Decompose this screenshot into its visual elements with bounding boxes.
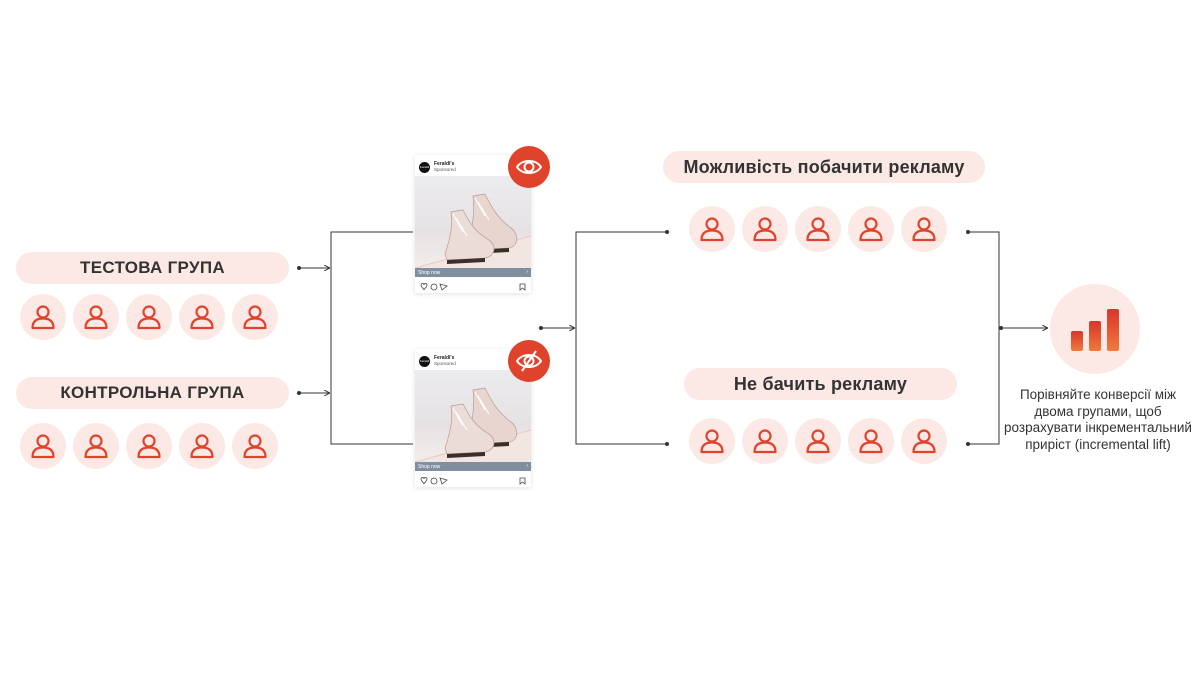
shop-now-bar[interactable]: Shop now › — [415, 462, 531, 471]
person-icon — [806, 429, 830, 454]
person-icon — [84, 305, 108, 330]
bar-chart-icon — [1071, 309, 1119, 351]
person-icon — [190, 434, 214, 459]
result-bracket — [966, 230, 1047, 446]
ad-brand: Feraldi's — [434, 355, 455, 361]
group-arrows — [297, 266, 329, 395]
unexposed-group-label: Не бачить рекламу — [684, 368, 957, 400]
person-icon — [806, 217, 830, 242]
person-icon — [859, 217, 883, 242]
exposed-group-label: Можливість побачити рекламу — [663, 151, 985, 183]
chevron-right-icon: › — [526, 463, 528, 469]
avatar — [126, 423, 172, 469]
person-icon — [243, 305, 267, 330]
avatar — [901, 206, 947, 252]
avatar — [795, 418, 841, 464]
person-icon — [912, 429, 936, 454]
avatar — [848, 206, 894, 252]
test-group-label: ТЕСТОВА ГРУПА — [16, 252, 289, 284]
avatar — [901, 418, 947, 464]
avatar — [20, 294, 66, 340]
bookmark-icon — [519, 283, 526, 291]
brand-logo-text: Feraldi — [419, 165, 430, 169]
share-icon — [439, 283, 448, 291]
person-icon — [753, 429, 777, 454]
person-icon — [31, 434, 55, 459]
ad-brand: Feraldi's — [434, 161, 455, 167]
test-group-avatars — [20, 294, 278, 340]
shop-now-bar[interactable]: Shop now › — [415, 268, 531, 277]
avatar — [232, 294, 278, 340]
avatar — [742, 206, 788, 252]
comment-icon — [430, 477, 438, 485]
exposed-group-avatars — [689, 206, 947, 252]
chevron-right-icon: › — [526, 269, 528, 275]
eye-off-icon — [508, 340, 550, 382]
ad-sponsored: Sponsored — [434, 167, 456, 172]
brand-logo: Feraldi — [419, 355, 430, 367]
avatar — [689, 418, 735, 464]
avatar — [848, 418, 894, 464]
person-icon — [243, 434, 267, 459]
avatar — [73, 423, 119, 469]
person-icon — [859, 429, 883, 454]
share-icon — [439, 477, 448, 485]
person-icon — [700, 217, 724, 242]
avatar — [179, 294, 225, 340]
bookmark-icon — [519, 477, 526, 485]
result-circle — [1050, 284, 1140, 374]
avatar — [179, 423, 225, 469]
heart-icon — [420, 283, 428, 291]
control-group-avatars — [20, 423, 278, 469]
ad-header: Feraldi Feraldi's Sponsored — [419, 354, 527, 368]
brand-logo: Feraldi — [419, 161, 430, 173]
result-caption: Порівняйте конверсії між двома групами, … — [1004, 387, 1192, 452]
ad-sponsored: Sponsored — [434, 361, 456, 366]
avatar — [126, 294, 172, 340]
heart-icon — [420, 477, 428, 485]
comment-icon — [430, 283, 438, 291]
person-icon — [190, 305, 214, 330]
avatar — [232, 423, 278, 469]
avatar — [73, 294, 119, 340]
avatar — [742, 418, 788, 464]
shop-now-label: Shop now — [418, 269, 441, 276]
person-icon — [700, 429, 724, 454]
control-group-label: КОНТРОЛЬНА ГРУПА — [16, 377, 289, 409]
person-icon — [137, 305, 161, 330]
avatar — [20, 423, 66, 469]
avatar — [795, 206, 841, 252]
unexposed-group-avatars — [689, 418, 947, 464]
person-icon — [84, 434, 108, 459]
shoe-image — [415, 370, 531, 462]
person-icon — [31, 305, 55, 330]
avatar — [689, 206, 735, 252]
ad-preview-exposed: Feraldi Feraldi's Sponsored Shop now › — [415, 155, 531, 293]
outcomes-bracket — [539, 230, 669, 446]
person-icon — [912, 217, 936, 242]
ads-bracket — [330, 231, 413, 445]
shoe-image — [415, 176, 531, 268]
person-icon — [753, 217, 777, 242]
person-icon — [137, 434, 161, 459]
ad-actions — [418, 279, 528, 291]
brand-logo-text: Feraldi — [419, 359, 430, 363]
ad-actions — [418, 473, 528, 485]
shop-now-label: Shop now — [418, 463, 441, 470]
eye-icon — [508, 146, 550, 188]
ad-header: Feraldi Feraldi's Sponsored — [419, 160, 527, 174]
